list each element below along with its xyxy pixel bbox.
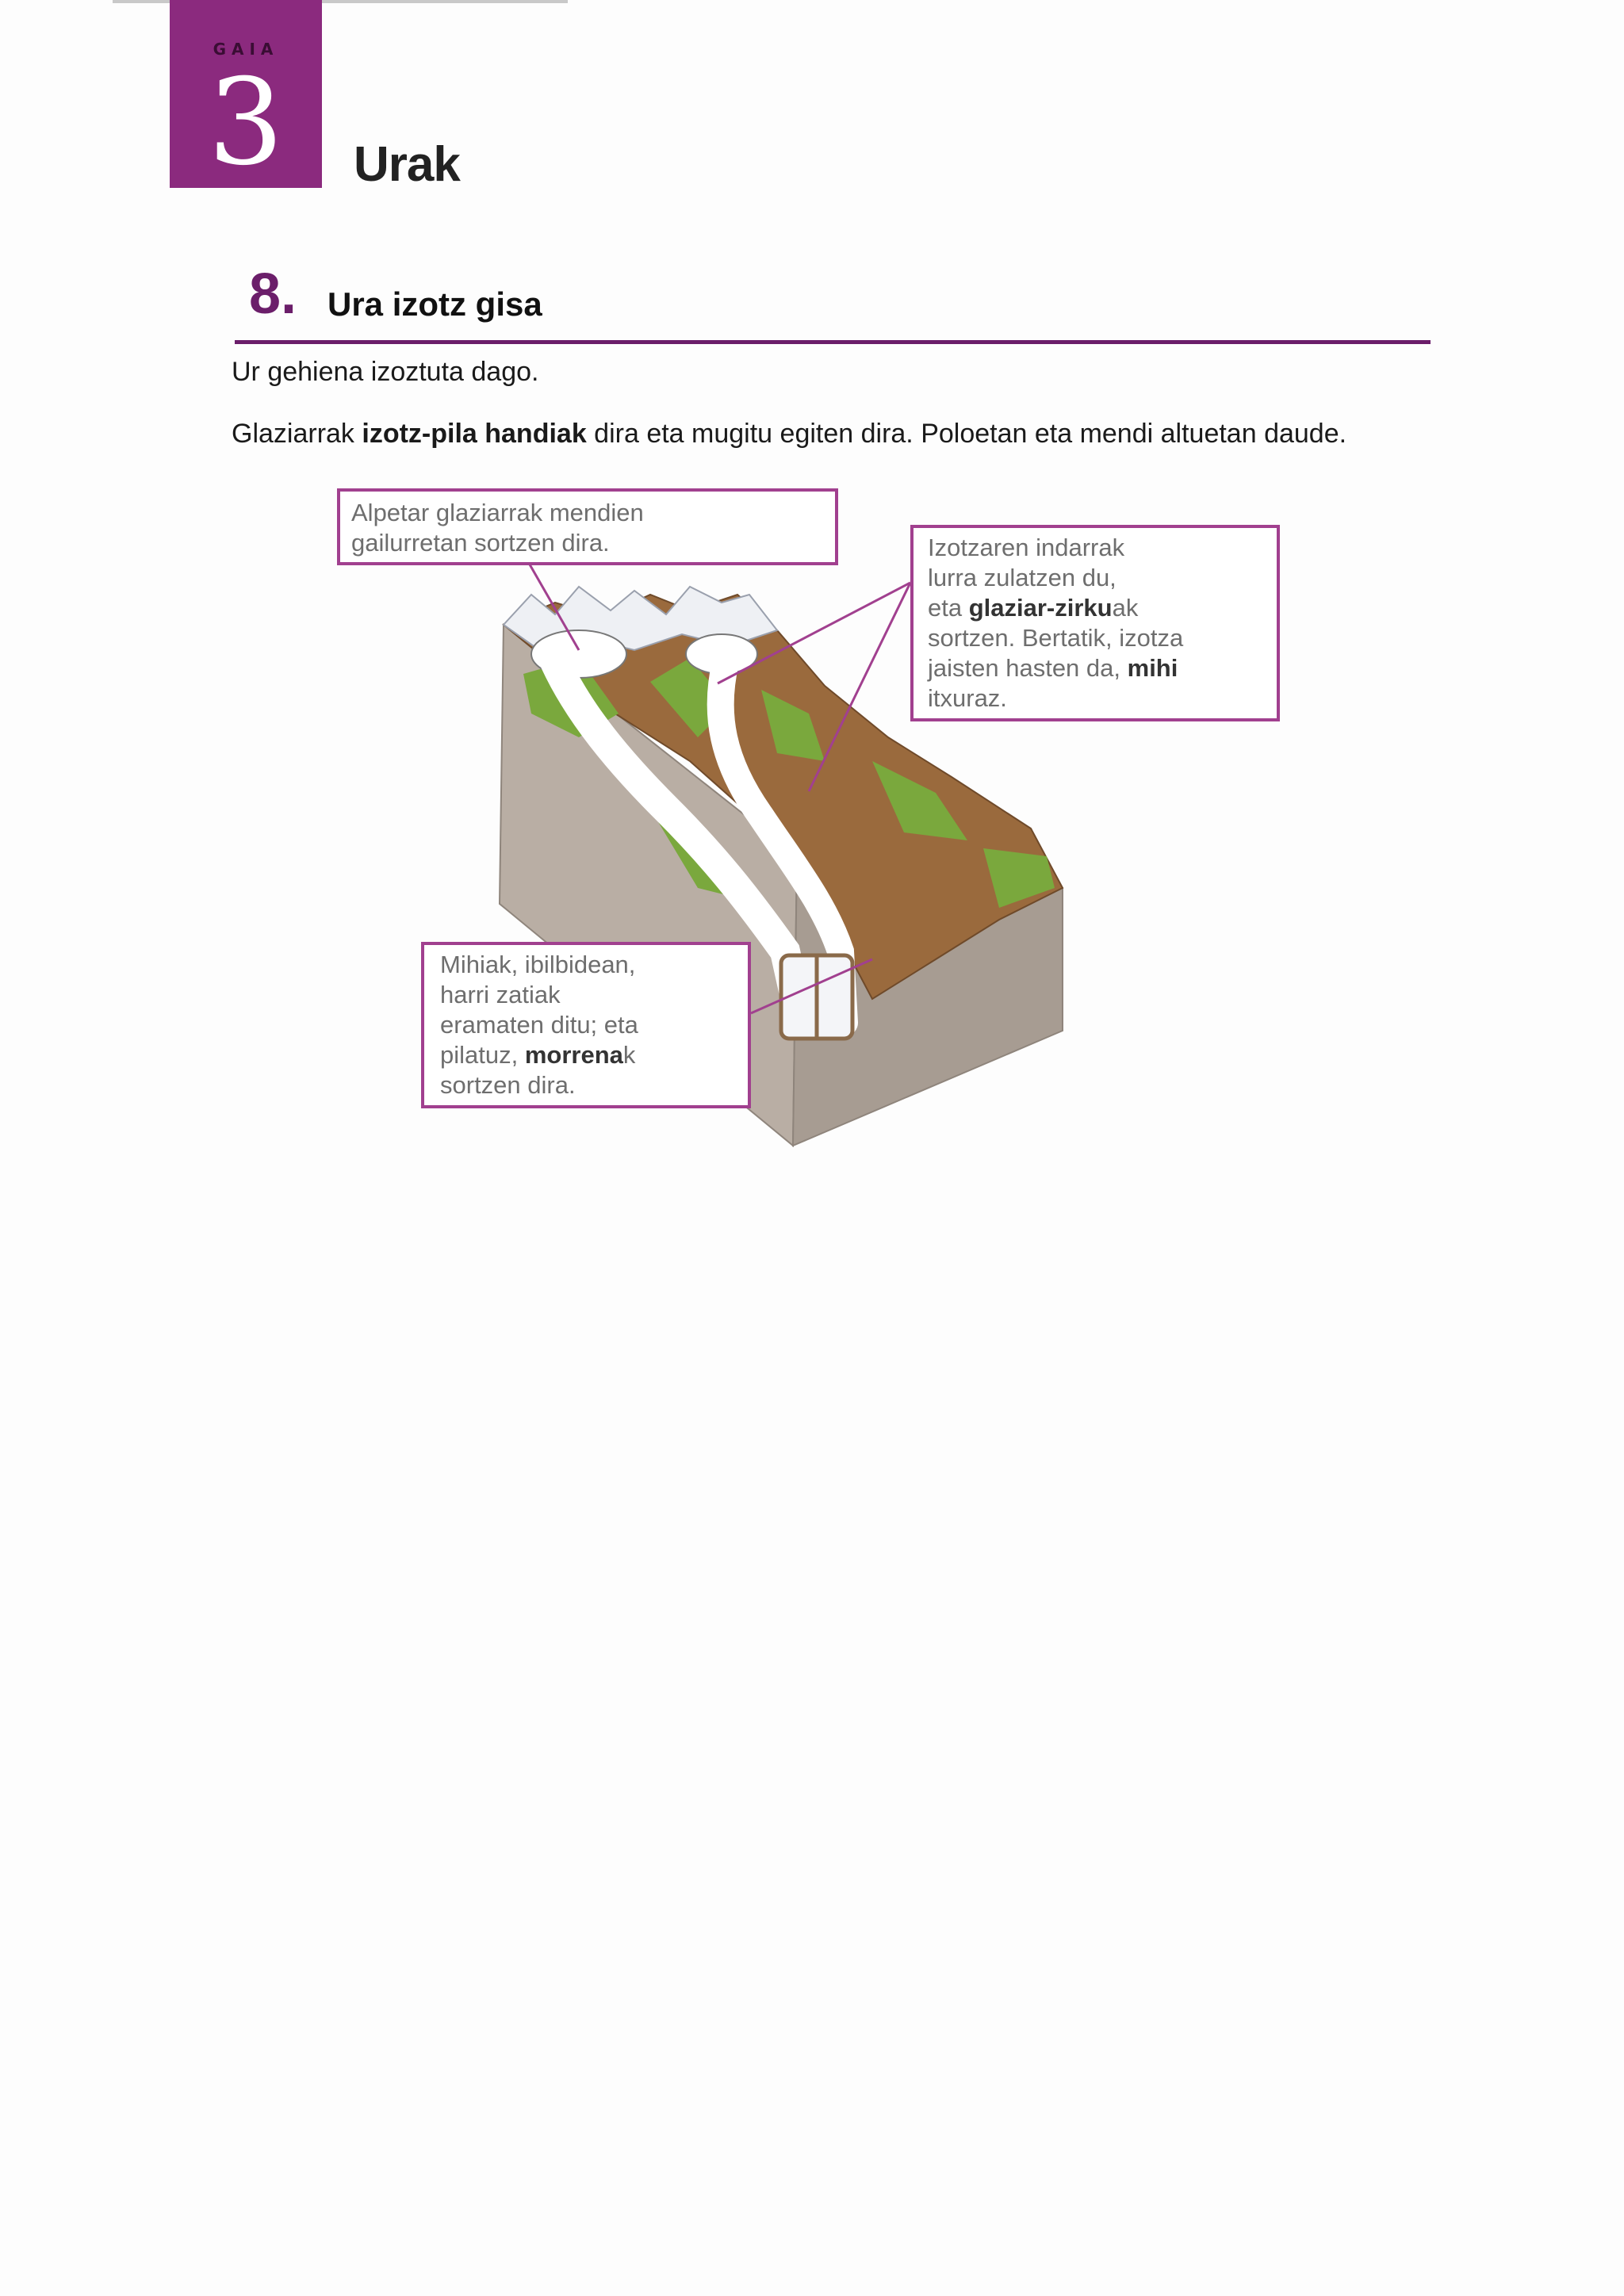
unit-badge-number: 3 (208, 54, 284, 192)
grass-patch (872, 761, 967, 840)
grass-patch (983, 848, 1055, 908)
section-title: Ura izotz gisa (327, 285, 542, 323)
header-top-rule (113, 0, 568, 3)
callout-line: eta glaziar-zirkuak (928, 593, 1262, 623)
callout-alpine-glaciers: Alpetar glaziarrak mendien gailurretan s… (337, 488, 838, 565)
callout-line: eramaten ditu; eta (440, 1011, 638, 1039)
paragraph-bold-term: izotz-pila handiak (362, 419, 587, 449)
callout-text: pilatuz, (440, 1041, 525, 1069)
section-divider (235, 340, 1431, 344)
paragraph-text: dira eta mugitu egiten dira. Poloetan et… (586, 419, 1347, 449)
leader-line (717, 581, 911, 685)
callout-line: sortzen. Bertatik, izotza (928, 624, 1184, 652)
callout-line: Alpetar glaziarrak mendien (351, 499, 644, 526)
callout-line: Mihiak, ibilbidean, (440, 951, 636, 978)
section-number: 8. (249, 262, 297, 326)
callout-glacial-cirque: Izotzaren indarrak lurra zulatzen du, et… (910, 525, 1280, 721)
callout-moraines: Mihiak, ibilbidean, harri zatiak eramate… (421, 942, 751, 1108)
paragraph-intro: Ur gehiena izoztuta dago. (232, 357, 539, 387)
callout-line: pilatuz, morrenak (440, 1040, 732, 1070)
unit-title: Urak (354, 137, 461, 192)
callout-text: eta (928, 594, 969, 622)
callout-text: ak (1112, 594, 1139, 622)
glacier-tongue-right (707, 649, 858, 1036)
callout-line: Izotzaren indarrak (928, 534, 1125, 561)
callout-line: itxuraz. (928, 684, 1007, 712)
callout-line: gailurretan sortzen dira. (351, 529, 610, 557)
callout-bold-term: morrena (524, 1041, 623, 1069)
leader-line (528, 564, 580, 651)
callout-line: sortzen dira. (440, 1071, 576, 1099)
callout-text: k (622, 1041, 636, 1069)
paragraph-definition: Glaziarrak izotz-pila handiak dira eta m… (232, 419, 1346, 450)
glacier-tongue-left (540, 647, 816, 1038)
unit-badge: GAIA 3 (170, 0, 322, 188)
callout-bold-term: glaziar-zirku (968, 594, 1113, 622)
callout-line: lurra zulatzen du, (928, 564, 1116, 591)
callout-line: harri zatiak (440, 981, 561, 1008)
leader-line (750, 958, 873, 1015)
paragraph-text: Glaziarrak (232, 419, 362, 449)
leader-line (807, 582, 912, 792)
grass-patch (761, 690, 825, 761)
unit-badge-label: GAIA (213, 40, 279, 59)
callout-text: jaisten hasten da, (928, 654, 1128, 682)
callout-bold-term: mihi (1127, 654, 1178, 682)
callout-line: jaisten hasten da, mihi (928, 653, 1262, 683)
